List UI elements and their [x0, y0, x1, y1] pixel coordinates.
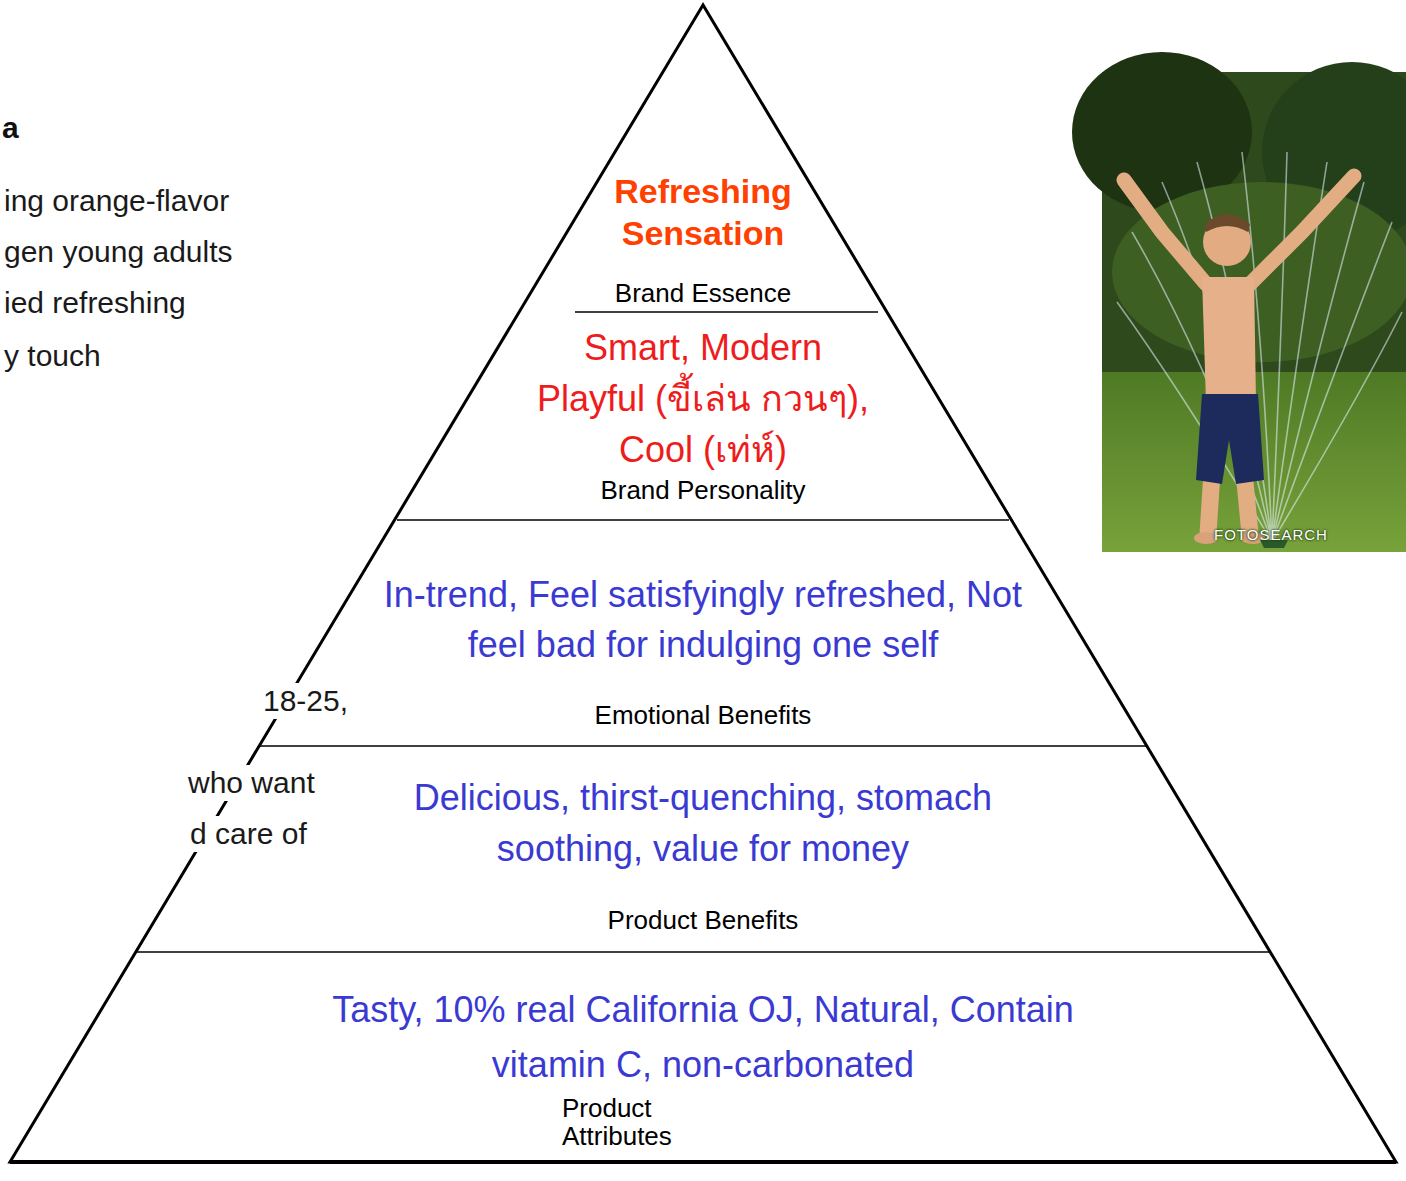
pyramid-band: Tasty, 10% real California OJ, Natural, … [11, 952, 1395, 1160]
cropped-note: a [0, 110, 21, 146]
water-spray [1117, 152, 1402, 542]
band-text: In-trend, Feel satisfyingly refreshed, N… [353, 570, 1053, 670]
cropped-note: 18-25, [261, 683, 350, 719]
lawn [1102, 372, 1406, 552]
cropped-note: who want [186, 765, 317, 801]
band-divider [260, 745, 1146, 747]
boy [1124, 176, 1354, 544]
band-divider [397, 519, 1009, 521]
cropped-note: gen young adults [2, 234, 235, 270]
cropped-note: d care of [188, 816, 309, 852]
cropped-note: ing orange-flavor [2, 183, 231, 219]
pyramid-band: In-trend, Feel satisfyingly refreshed, N… [259, 520, 1147, 746]
cropped-note: y touch [2, 338, 103, 374]
band-divider [137, 951, 1269, 953]
pyramid-band: Smart, Modern Playful (ขี้เล่น กวนๆ), Co… [395, 312, 1012, 520]
band-text: Refreshing Sensation [598, 170, 808, 254]
watermark: FOTOSEARCH [1212, 526, 1330, 544]
band-title: Product Attributes [562, 1094, 712, 1150]
pyramid-base [10, 1160, 1396, 1164]
band-divider [575, 311, 878, 313]
cropped-note: ied refreshing [2, 285, 188, 321]
band-text: Delicious, thirst-quenching, stomach soo… [358, 772, 1048, 874]
pyramid-outline [10, 5, 1396, 1162]
band-text: Tasty, 10% real California OJ, Natural, … [323, 982, 1083, 1092]
pyramid-band: Refreshing SensationBrand Essence [519, 150, 887, 312]
band-title: Product Benefits [136, 905, 1270, 935]
band-title: Brand Personality [395, 475, 1012, 505]
band-text: Smart, Modern Playful (ขี้เล่น กวนๆ), Co… [528, 322, 878, 475]
photo [1072, 52, 1406, 552]
band-title: Brand Essence [519, 278, 887, 308]
band-title: Emotional Benefits [259, 700, 1147, 730]
